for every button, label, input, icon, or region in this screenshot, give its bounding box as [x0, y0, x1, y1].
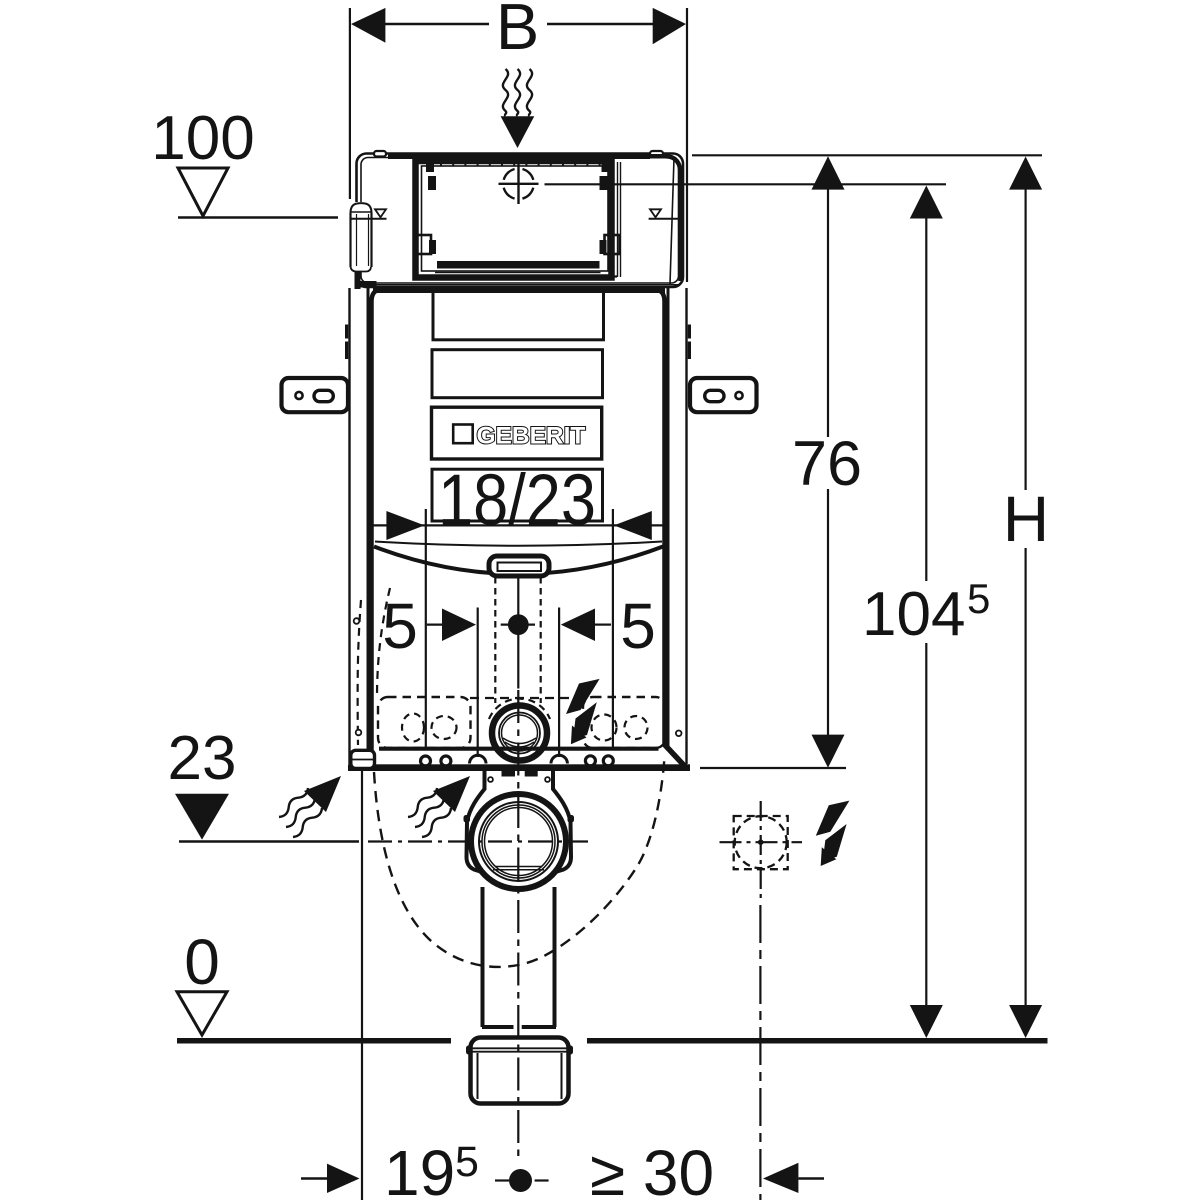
- svg-text:19: 19: [384, 1137, 455, 1200]
- svg-text:5: 5: [382, 590, 418, 662]
- svg-text:5: 5: [455, 1138, 479, 1186]
- svg-text:5: 5: [967, 575, 990, 622]
- svg-text:18/23: 18/23: [438, 461, 596, 541]
- svg-text:100: 100: [151, 104, 254, 173]
- svg-text:B: B: [496, 0, 539, 63]
- svg-text:104: 104: [862, 580, 965, 649]
- svg-text:GEBERIT: GEBERIT: [477, 423, 586, 450]
- svg-text:23: 23: [168, 724, 237, 793]
- svg-text:≥ 30: ≥ 30: [590, 1137, 714, 1200]
- svg-text:76: 76: [792, 429, 862, 499]
- svg-text:H: H: [1003, 483, 1049, 555]
- svg-text:5: 5: [620, 590, 656, 662]
- svg-text:0: 0: [184, 926, 220, 998]
